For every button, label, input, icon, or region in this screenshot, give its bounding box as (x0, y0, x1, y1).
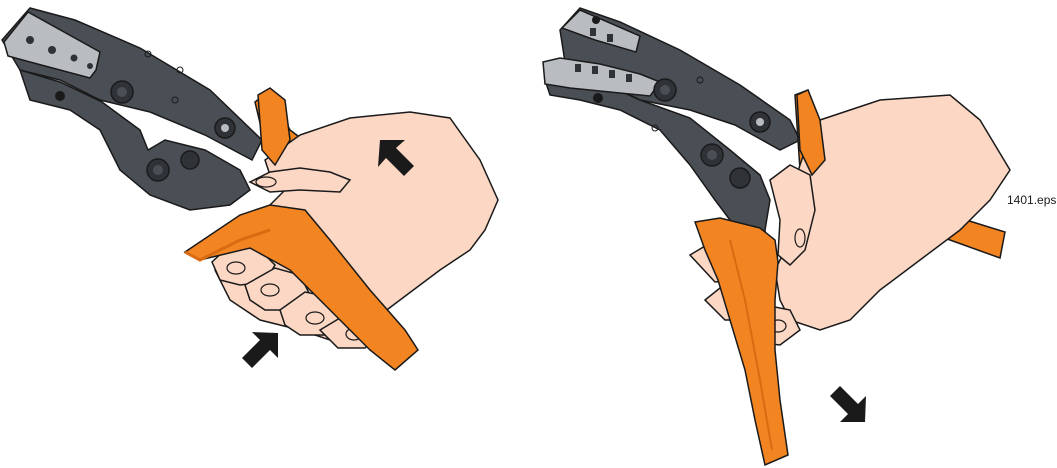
right-lower-handle (695, 218, 788, 465)
panel-left-closing (2, 8, 498, 370)
panel-right-releasing (543, 8, 1010, 465)
left-arrow-up (242, 332, 278, 368)
left-tool-body (2, 8, 262, 210)
right-arrow-down (830, 386, 866, 422)
file-label: 1401.eps (1007, 193, 1056, 207)
